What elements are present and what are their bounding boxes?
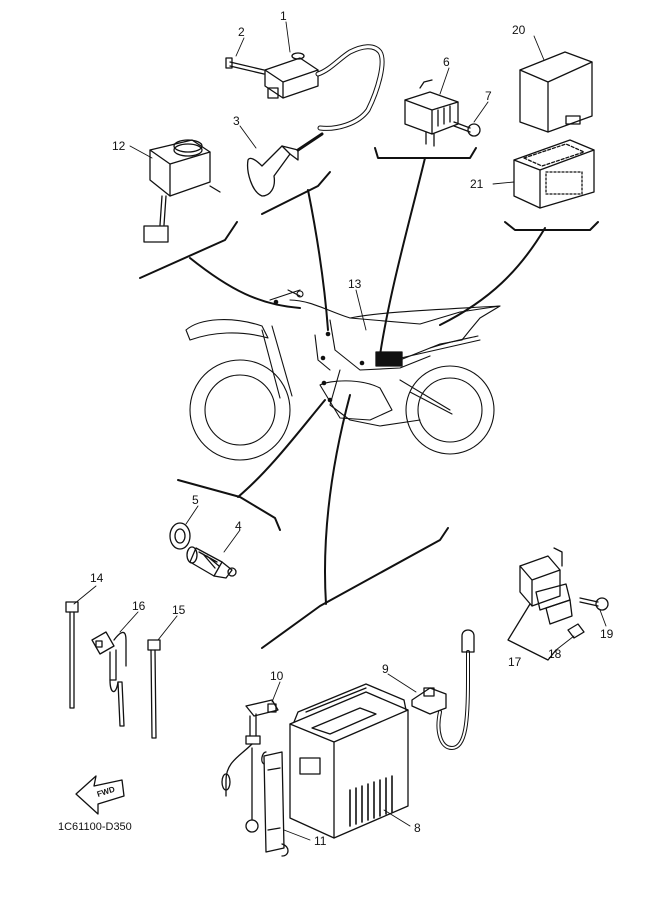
callout-1: 1 bbox=[280, 9, 287, 23]
callout-2: 2 bbox=[238, 25, 245, 39]
battery-band-cable bbox=[221, 699, 279, 833]
regulator bbox=[404, 79, 459, 147]
handlebar-reservoir bbox=[143, 139, 221, 243]
band-16 bbox=[91, 631, 127, 727]
cdi-unit bbox=[519, 51, 593, 133]
callout-leaders bbox=[73, 21, 607, 841]
starter-relay bbox=[519, 547, 573, 625]
washer bbox=[169, 522, 191, 550]
ignition-coil bbox=[264, 44, 385, 131]
callout-17: 17 bbox=[508, 655, 522, 669]
neutral-switch bbox=[186, 546, 237, 579]
callout-5: 5 bbox=[192, 493, 199, 507]
callout-13: 13 bbox=[348, 277, 362, 291]
motorcycle-outline bbox=[185, 289, 501, 461]
bolt-7 bbox=[453, 121, 481, 137]
callout-15: 15 bbox=[172, 603, 186, 617]
bolt-2 bbox=[225, 57, 265, 75]
callout-7: 7 bbox=[485, 89, 492, 103]
callout-12: 12 bbox=[112, 139, 126, 153]
callout-8: 8 bbox=[414, 821, 421, 835]
callout-3: 3 bbox=[233, 114, 240, 128]
cable-tie-15 bbox=[147, 639, 161, 739]
ecu-block-marker bbox=[375, 351, 403, 367]
connection-dots bbox=[273, 299, 365, 403]
battery bbox=[289, 683, 409, 839]
spark-plug-cap bbox=[246, 132, 324, 197]
battery-lead bbox=[411, 629, 475, 750]
callout-6: 6 bbox=[443, 55, 450, 69]
callout-21: 21 bbox=[470, 177, 484, 191]
fwd-arrow-icon bbox=[75, 775, 125, 815]
cable-tie-14 bbox=[65, 601, 79, 709]
callout-9: 9 bbox=[382, 662, 389, 676]
callout-16: 16 bbox=[132, 599, 146, 613]
bolt-19 bbox=[579, 597, 609, 611]
cdi-holder bbox=[513, 139, 595, 209]
callout-18: 18 bbox=[548, 647, 562, 661]
callout-labels: 1 2 3 4 5 6 7 8 9 10 11 12 13 14 15 16 1… bbox=[90, 9, 614, 848]
callout-4: 4 bbox=[235, 519, 242, 533]
relay-terminal bbox=[567, 623, 585, 639]
callout-20: 20 bbox=[512, 23, 526, 37]
callout-14: 14 bbox=[90, 571, 104, 585]
callout-19: 19 bbox=[600, 627, 614, 641]
fwd-label: FWD bbox=[96, 785, 116, 799]
battery-band bbox=[261, 751, 289, 857]
callout-10: 10 bbox=[270, 669, 284, 683]
leader-lines bbox=[139, 147, 599, 649]
group-bracket-17 bbox=[507, 603, 557, 661]
callout-11: 11 bbox=[314, 834, 327, 848]
part-number-code: 1C61100-D350 bbox=[58, 821, 132, 833]
